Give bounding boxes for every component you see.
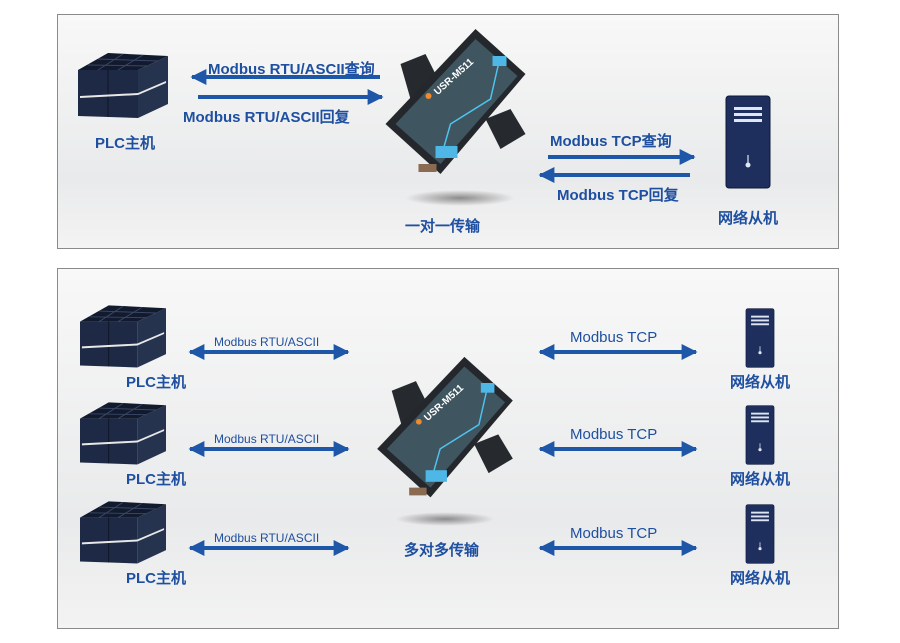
server-icon [744,504,776,564]
rtu-query-label: Modbus RTU/ASCII查询 [208,61,375,78]
one-to-one-caption: 一对一传输 [405,218,481,235]
rtu-query-arrow [190,69,380,85]
tcp-reply-label: Modbus TCP回复 [557,187,679,204]
plc-label: PLC主机 [95,135,156,152]
server-label: 网络从机 [718,210,779,227]
device-shadow [395,512,495,526]
tcp-reply-arrow [538,167,690,183]
server-label: 网络从机 [730,570,791,587]
many-to-many-caption: 多对多传输 [404,542,480,559]
gateway-device [370,352,520,507]
tcp-label: Modbus TCP [570,525,658,542]
plc-label: PLC主机 [126,374,187,391]
rtu-reply-arrow [198,89,384,105]
server-label: 网络从机 [730,471,791,488]
device-shadow [405,190,515,206]
rtu-reply-label: Modbus RTU/ASCII回复 [183,109,350,126]
tcp-label: Modbus TCP [570,329,658,346]
tcp-label: Modbus TCP [570,426,658,443]
tcp-query-label: Modbus TCP查询 [550,133,672,150]
server-label: 网络从机 [730,374,791,391]
tcp-query-arrow [548,149,696,165]
plc-label: PLC主机 [126,570,187,587]
plc-label: PLC主机 [126,471,187,488]
